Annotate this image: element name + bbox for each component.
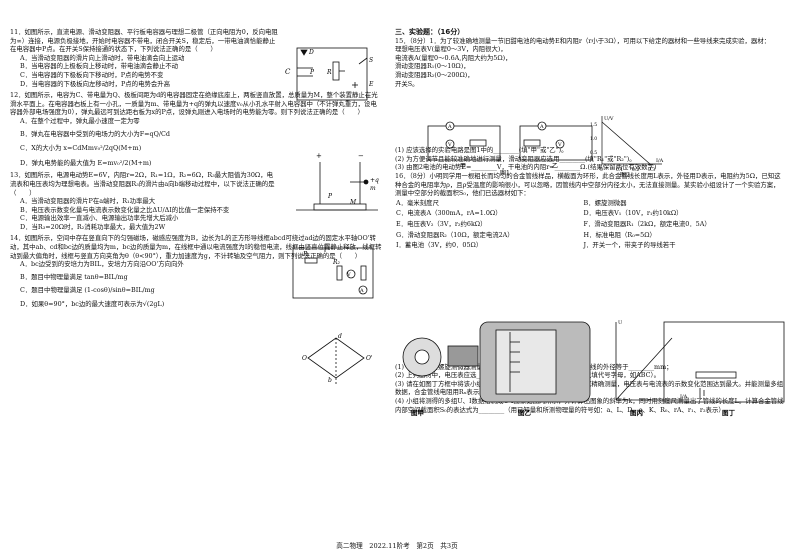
graph-ytick-1: 1.0 — [590, 136, 597, 142]
q16-figures: U I/A 图甲 图乙 图丙 图丁 — [402, 320, 785, 417]
q13-option-b: B．电压表示数变化量与电流表示数变化量之比ΔU/ΔI的比值一定保持不变 — [20, 205, 230, 214]
equip-a: A．毫米刻度尺 — [396, 198, 439, 207]
q12-option-b: B．弹丸在电容器中受到的电场力的大小为F=qQ/Cd — [20, 129, 170, 138]
equip-h: H．标准电阻（R₀=5Ω） — [583, 230, 656, 239]
q15-ui-graph: U/V 1.5 1.0 0.5 0 0.1 0.2 0.3 I/A — [590, 116, 664, 173]
q11-option-b: B．当电容器的上极板向上移动时，带电油滴会静止不动 — [20, 62, 179, 71]
left-column: 11．如图所示，直流电源、滑动变阻器、平行板电容器与理想二极管（正向电阻为0，反… — [10, 28, 382, 309]
q11-stem: 11．如图所示，直流电源、滑动变阻器、平行板电容器与理想二极管（正向电阻为0，反… — [10, 28, 278, 54]
svg-text:P: P — [309, 69, 315, 76]
q12-stem: 12．如图所示，电容为C、带电量为Q、极板间距为d的电容器固定在绝缘底座上，两板… — [10, 91, 378, 117]
equip-f: F．滑动变阻器R₁（2kΩ，额定电流0．5A） — [583, 219, 711, 228]
q15-stem: 15．（8分）1．为了较准确地测量一节旧甜电池的电动势E和内阻r（r小于3Ω），… — [395, 36, 771, 45]
question-11: 11．如图所示，直流电源、滑动变阻器、平行板电容器与理想二极管（正向电阻为0，反… — [10, 28, 278, 88]
graph-xtick-3: 0.3 — [648, 167, 655, 173]
fig-yi-caption: 图乙 — [518, 408, 532, 417]
question-13: 13．如图所示，电源电动势E=6V，内阻r=2Ω，R₁=1Ω，R₂=6Ω，R₃最… — [10, 171, 382, 231]
q14-stem: 14．如图所示，空间中存在竖直向下的匀强磁场，磁感应强度为B，边长为L的正方形导… — [10, 234, 382, 260]
q14-frame-diagram: O O' d b — [302, 333, 373, 384]
fig-bing-caption: 图丙 — [630, 408, 644, 417]
q11-option-d: D．当电容器的下极板向左移动时，P点的电势会升高 — [20, 79, 171, 88]
equip-b: B．螺旋测微器 — [583, 198, 627, 207]
graph-ytick-2: 0.5 — [590, 150, 597, 156]
graph-ytick-0: 1.5 — [590, 122, 597, 128]
q13-option-d: D．当R₃=20Ω时，R₂消耗功率最大，最大值为2W — [20, 222, 166, 231]
q15-item-1: 电流表A(量程0～0.6A,内阻大约为5Ω)， — [395, 53, 512, 62]
label-yi: 乙 — [552, 163, 558, 170]
graph-xtick-2: 0.2 — [632, 167, 639, 173]
q15-item-0: 理想电压表V(量程0～3V，内阻很大)， — [395, 45, 507, 54]
question-12: 12．如图所示，电容为C、带电量为Q、极板间距为d的电容器固定在绝缘底座上，两板… — [10, 91, 382, 167]
svg-text:R₂: R₂ — [332, 259, 341, 266]
q15-item-4: 开关S。 — [395, 79, 419, 88]
q16-equipment-table: A．毫米刻度尺 B．螺旋测微器 C．电流表A（300mA，rA=1.0Ω） D．电压… — [395, 198, 785, 251]
q15-item-3: 滑动变阻器R₂(0～200Ω)， — [395, 70, 474, 79]
q15-question-1: (1) 应该选择的实验电路是图1中的________(填"甲"或"乙")。 — [395, 146, 568, 155]
svg-text:A: A — [359, 288, 364, 294]
equip-i: I．蓄电池（3V，约0．05Ω） — [396, 241, 483, 250]
svg-text:M: M — [349, 199, 357, 206]
q13-circuit-diagram: R₁ R₂ V A — [292, 244, 374, 299]
svg-text:D: D — [308, 49, 314, 56]
svg-text:P: P — [327, 193, 333, 200]
svg-text:V: V — [447, 142, 452, 148]
q14-option-b: B．题目中物理量满足 tanθ=BIL/mg — [20, 272, 128, 281]
graph-xtick-1: 0.1 — [616, 167, 623, 173]
q14-option-d: D．如果θ=90°，bc边的最大速度可表示为√(2gL) — [20, 300, 165, 309]
svg-text:I/A: I/A — [680, 394, 688, 400]
svg-text:E: E — [368, 81, 374, 88]
svg-text:+: + — [316, 152, 322, 160]
graph-yunit: U/V — [604, 116, 614, 122]
fig-ding-caption: 图丁 — [722, 408, 736, 417]
q11-circuit-diagram: C D P R S E — [285, 47, 374, 101]
q15-question-3: (3) 由图2电池的电动势E=________V，干电池的内阻r=_______… — [395, 163, 657, 172]
svg-text:V: V — [346, 272, 351, 278]
q12-capacitor-diagram: + − P M +q m — [296, 152, 379, 211]
q15-figure-1-circuits: A V A V 甲 乙 — [427, 121, 593, 170]
svg-text:b: b — [328, 377, 332, 384]
equip-g: G．滑动变阻器R₂（10Ω，额定电流2A） — [396, 230, 514, 239]
svg-text:O': O' — [366, 355, 373, 362]
q11-option-c: C．当电容器的下极板向下移动时，P点的电势不变 — [20, 70, 164, 79]
svg-text:O: O — [302, 355, 307, 362]
equip-e: E．电压表V₂（3V，r₂约6kΩ） — [396, 219, 487, 228]
equip-c: C．电流表A（300mA，rA=1.0Ω） — [396, 209, 502, 218]
section-title: 三、实验题：（16分） — [395, 28, 465, 36]
svg-text:−: − — [358, 152, 364, 160]
q16-question-4: (4) 小组将测得的多组U、I数据绘制成U-I图象如图丙所示，并计算出图象的斜率… — [395, 397, 784, 414]
fig2-caption: 图2 — [620, 172, 630, 179]
q12-option-a: A．在整个过程中，弹丸最小速度一定为零 — [20, 116, 140, 125]
q12-option-c: C．X的大小为 x=CdMmv₀²/2qQ(M+m) — [20, 144, 142, 153]
q13-option-a: A．当滑动变阻器的滑片P在a端时，R₁功率最大 — [20, 197, 156, 206]
svg-text:+q: +q — [370, 177, 379, 184]
svg-text:V: V — [557, 142, 562, 148]
q14-option-c: C．题目中物理量满足 (1-cosθ)/sinθ=BIL/mg — [20, 286, 155, 295]
q12-option-d: D．弹丸电势能的最大值为 E=mv₀²/2(M+m) — [20, 158, 152, 167]
graph-xunit: I/A — [656, 158, 664, 164]
svg-text:m: m — [370, 185, 376, 192]
q15-question-2: (2) 为方便调节且能较准确地进行测量，滑动变阻器应选用________(填"R… — [395, 154, 636, 163]
svg-text:d: d — [338, 333, 342, 340]
fig1-caption: 图1 — [500, 170, 510, 177]
equip-j: J．开关一个，带夹子的导线若干 — [583, 241, 676, 250]
q16-stem: 16．（8分）小明同学用一根粗长而均匀的合金管线样品，横截面为环形，此合金管线长… — [395, 171, 781, 198]
equip-d: D．电压表V₁（10V，r₁约10kΩ） — [583, 209, 683, 218]
q11-option-a: A．当滑动变阻器的滑片向上滑动时，带电油滴会向上运动 — [20, 53, 185, 62]
svg-text:U: U — [618, 320, 622, 326]
q14-option-a: A．bc边受到的安培力为BIL，安培力方向沿OO'方向向外 — [20, 260, 184, 269]
q13-option-c: C．电源输出效率一直减小、电源输出功率先增大后减小 — [20, 214, 179, 223]
graph-xtick-0: 0 — [600, 167, 603, 173]
q15-item-2: 滑动变阻器R₁(0～10Ω)， — [395, 62, 470, 71]
fig-jia-caption: 图甲 — [411, 408, 424, 417]
svg-text:C: C — [285, 68, 291, 76]
page-footer: 高二物理 2022.11阶考 第2页 共3页 — [336, 542, 458, 550]
svg-text:A: A — [539, 124, 544, 130]
svg-text:A: A — [447, 124, 452, 130]
svg-text:R: R — [326, 69, 332, 76]
label-jia: 甲 — [460, 163, 466, 170]
q13-stem: 13．如图所示，电源电动势E=6V，内阻r=2Ω，R₁=1Ω，R₂=6Ω，R₃最… — [10, 171, 275, 197]
svg-text:S: S — [369, 57, 373, 64]
svg-text:R₁: R₁ — [302, 251, 310, 258]
question-14: 14．如图所示，空间中存在竖直向下的匀强磁场，磁感应强度为B，边长为L的正方形导… — [10, 234, 382, 308]
